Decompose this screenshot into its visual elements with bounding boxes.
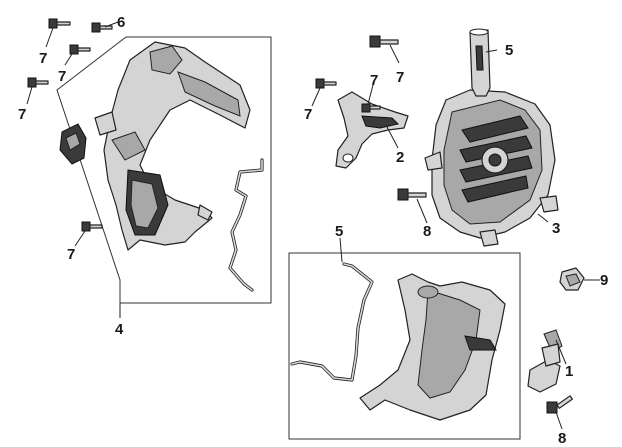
screw-7-second (69, 44, 91, 55)
callout-7: 7 (67, 246, 75, 263)
callout-5: 5 (335, 223, 343, 240)
callout-7: 7 (58, 68, 66, 85)
retaining-wire (228, 158, 264, 292)
callout-7: 7 (18, 106, 26, 123)
callout-8: 7 (396, 69, 404, 86)
callout-7: 7 (304, 106, 312, 123)
screw-7-top-mid (91, 22, 113, 33)
screw-7-bracket (315, 78, 337, 89)
lower-duct-part-5 (359, 273, 506, 421)
callout-2: 2 (396, 149, 404, 166)
callout-7: 7 (39, 50, 47, 67)
group-frame-part-5 (288, 252, 521, 440)
group-frame-part-4 (56, 36, 272, 304)
screw-7-top-left (48, 18, 71, 29)
callout-4: 4 (115, 321, 124, 338)
duct-wire (290, 262, 374, 382)
clamp-part-1 (527, 329, 563, 393)
bolt-8-bottom (546, 395, 574, 414)
callout-8: 8 (558, 430, 566, 447)
fan-cover-part-3 (424, 89, 559, 247)
sleeve-part-6 (469, 28, 491, 97)
screw-7-third (27, 77, 49, 88)
clip-bracket (59, 123, 87, 165)
leader-lines (26, 21, 600, 430)
cooling-shroud-part-4 (94, 41, 251, 251)
bolt-8-mid (397, 188, 427, 201)
bracket-part-2 (335, 91, 409, 169)
callout-9: 9 (600, 272, 608, 289)
screw-7-bracket-2 (361, 103, 381, 113)
callout-6: 5 (505, 42, 513, 59)
callout-1: 1 (565, 363, 573, 380)
callout-3: 3 (552, 220, 560, 237)
plug-part-9 (559, 267, 585, 291)
bolt-8-top (369, 35, 399, 48)
callout-7: 7 (370, 72, 378, 89)
screw-7-lower-left (81, 221, 103, 232)
callout-7: 6 (117, 14, 125, 31)
callout-8: 8 (423, 223, 431, 240)
